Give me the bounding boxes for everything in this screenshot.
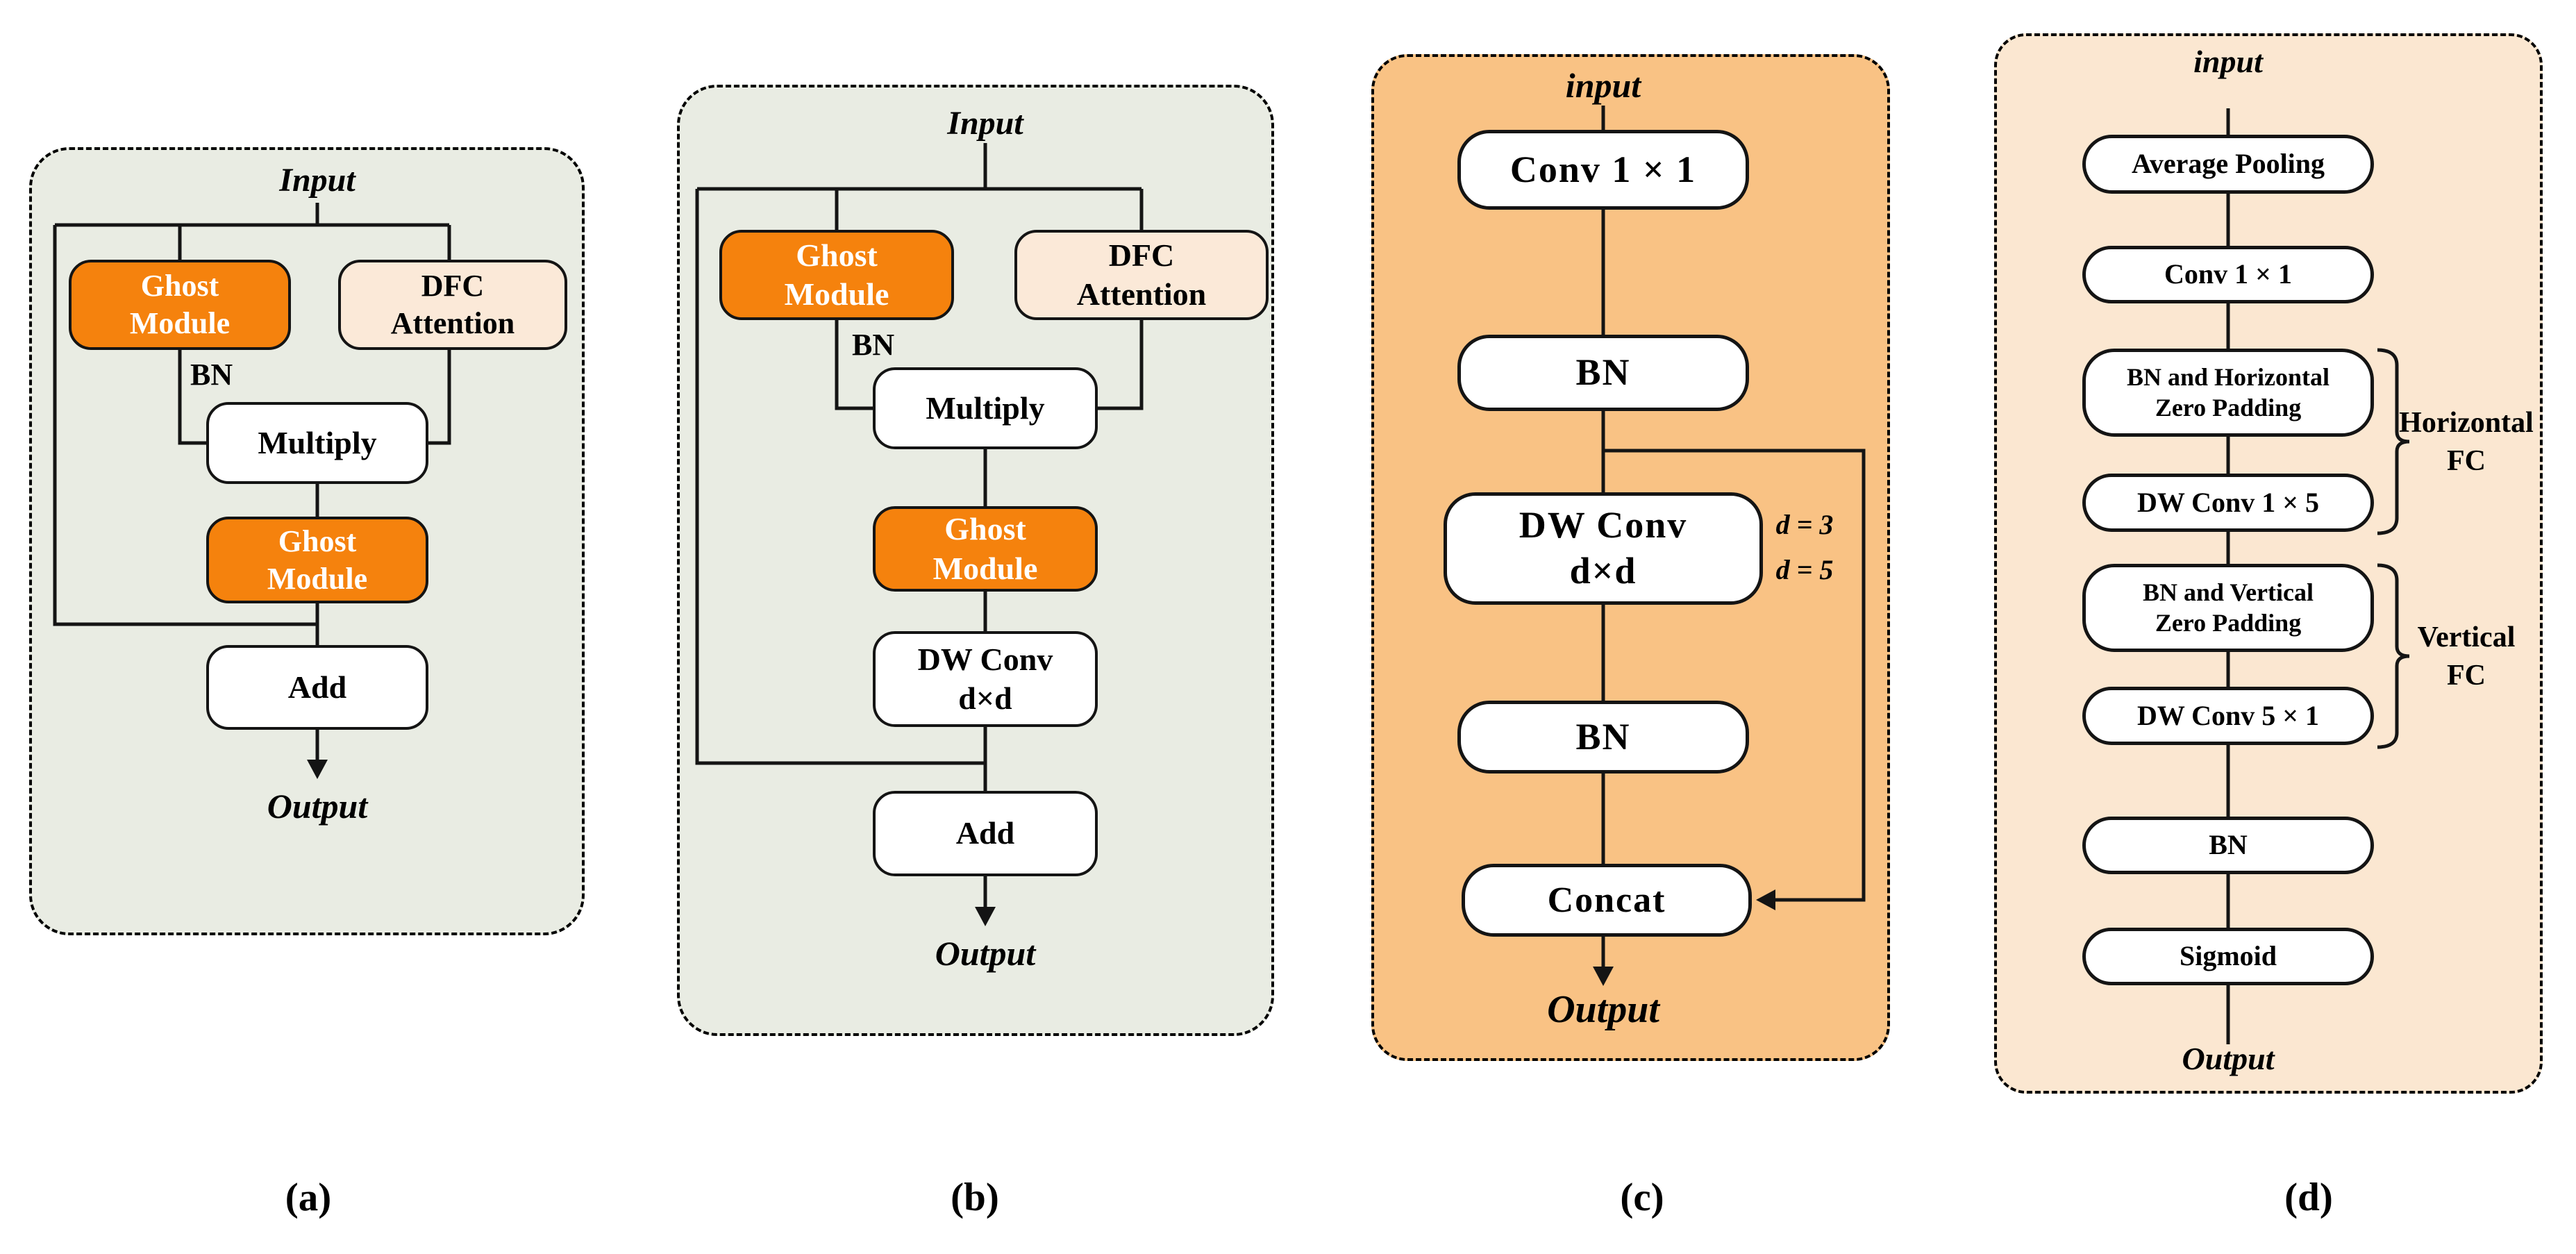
concat-label: Concat [1547, 880, 1666, 920]
bn-vertical-zero-padding-box: BN and Vertical Zero Padding [2082, 564, 2374, 652]
dfc-to-multiply-line [1098, 320, 1144, 410]
kernel-size-d5-label: d = 5 [1775, 554, 1834, 585]
ghost-module-2-box: Ghost Module [206, 517, 428, 603]
panel-c: input Conv 1 × 1 BN DW Conv d×d d = 3 d … [1371, 54, 1890, 1061]
bn-box-1: BN [1457, 335, 1749, 411]
multiply-label: Multiply [258, 424, 377, 460]
sigmoid-label: Sigmoid [2179, 940, 2277, 972]
panel-b-connectors [695, 143, 1144, 926]
horizontal-fc-label: Horizontal FC [2399, 407, 2534, 477]
dw-conv-5x1-label: DW Conv 5 × 1 [2136, 699, 2320, 731]
skip-to-concat-line [1603, 449, 1866, 902]
add-box: Add [873, 791, 1098, 876]
ghost1-to-multiply-line [178, 350, 206, 445]
bn-label: BN [852, 328, 895, 362]
output-label: Output [935, 934, 1036, 973]
caption-b: (b) [951, 1176, 999, 1219]
panel-b: Input Ghost Module DFC Attention BN Mult… [677, 85, 1274, 1036]
concat-box: Concat [1462, 864, 1752, 937]
ghost-module-2-box: Ghost Module [873, 506, 1098, 592]
dw-conv-box: DW Conv d×d [873, 631, 1098, 727]
input-label: input [1565, 66, 1641, 105]
caption-c: (c) [1620, 1176, 1664, 1219]
sigmoid-box: Sigmoid [2082, 928, 2374, 985]
caption-d: (d) [2284, 1176, 2333, 1219]
conv-1x1-label: Conv 1 × 1 [2164, 258, 2292, 290]
vertical-fc-label: Vertical FC [2417, 621, 2516, 692]
input-label: input [2193, 44, 2263, 79]
output-label: Output [267, 787, 368, 826]
dfc-to-multiply-line [428, 350, 451, 445]
dfc-attention-box: DFC Attention [338, 260, 567, 350]
bn-box: BN [2082, 817, 2374, 874]
panel-a-connectors [53, 203, 451, 779]
multiply-box: Multiply [206, 402, 428, 484]
bn-label-2: BN [1575, 715, 1631, 758]
caption-a: (a) [285, 1176, 332, 1219]
input-label: Input [947, 105, 1023, 142]
ghost1-to-multiply-line [835, 320, 873, 410]
output-label: Output [1547, 988, 1659, 1031]
ghost-module-1-label: Ghost Module [784, 237, 889, 312]
dw-conv-1x5-box: DW Conv 1 × 5 [2082, 474, 2374, 532]
input-label: Input [279, 162, 356, 199]
average-pooling-label: Average Pooling [2131, 148, 2325, 180]
skip-connection-line [53, 225, 317, 626]
add-label: Add [955, 815, 1015, 851]
average-pooling-box: Average Pooling [2082, 135, 2374, 194]
dfc-attention-box: DFC Attention [1014, 230, 1269, 320]
panel-d: input Average Pooling Conv 1 × 1 BN and … [1994, 33, 2543, 1094]
bn-label: BN [2209, 829, 2248, 861]
dw-conv-1x5-label: DW Conv 1 × 5 [2136, 486, 2320, 518]
dw-conv-5x1-box: DW Conv 5 × 1 [2082, 687, 2374, 745]
conv-1x1-box: Conv 1 × 1 [2082, 246, 2374, 303]
dfc-attention-label: DFC Attention [390, 269, 515, 340]
bn-horizontal-zero-padding-label: BN and Horizontal Zero Padding [2126, 362, 2330, 421]
output-arrowhead [307, 760, 328, 779]
multiply-label: Multiply [926, 390, 1045, 426]
ghost-module-1-label: Ghost Module [129, 269, 231, 340]
output-arrowhead [1593, 967, 1614, 986]
horizontal-fc-brace [2377, 348, 2410, 535]
ghost-module-1-box: Ghost Module [69, 260, 291, 350]
ghost-module-1-box: Ghost Module [719, 230, 954, 320]
dw-conv-dxd-box: DW Conv d×d [1444, 492, 1763, 605]
skip-connection-line [695, 189, 985, 765]
ghost-module-2-label: Ghost Module [932, 511, 1038, 586]
add-box: Add [206, 645, 428, 730]
multiply-box: Multiply [873, 367, 1098, 449]
dw-conv-label: DW Conv d×d [917, 641, 1053, 716]
dfc-attention-label: DFC Attention [1076, 237, 1207, 312]
bn-label: BN [190, 358, 233, 392]
bn-label-1: BN [1575, 351, 1631, 394]
ghost-module-2-label: Ghost Module [267, 524, 368, 596]
kernel-size-d3-label: d = 3 [1775, 509, 1834, 540]
panel-a: Input Ghost Module DFC Attention BN Mult… [29, 147, 585, 935]
dw-conv-dxd-label: DW Conv d×d [1519, 504, 1688, 592]
bn-horizontal-zero-padding-box: BN and Horizontal Zero Padding [2082, 349, 2374, 437]
add-label: Add [287, 669, 347, 705]
bn-box-2: BN [1457, 701, 1749, 774]
output-arrowhead [975, 907, 996, 926]
concat-arrowhead [1756, 889, 1775, 910]
vertical-fc-brace [2377, 563, 2410, 749]
conv-1x1-label: Conv 1 × 1 [1509, 148, 1697, 190]
bn-vertical-zero-padding-label: BN and Vertical Zero Padding [2142, 578, 2314, 637]
output-label: Output [2182, 1041, 2275, 1076]
conv-1x1-box: Conv 1 × 1 [1457, 130, 1749, 210]
